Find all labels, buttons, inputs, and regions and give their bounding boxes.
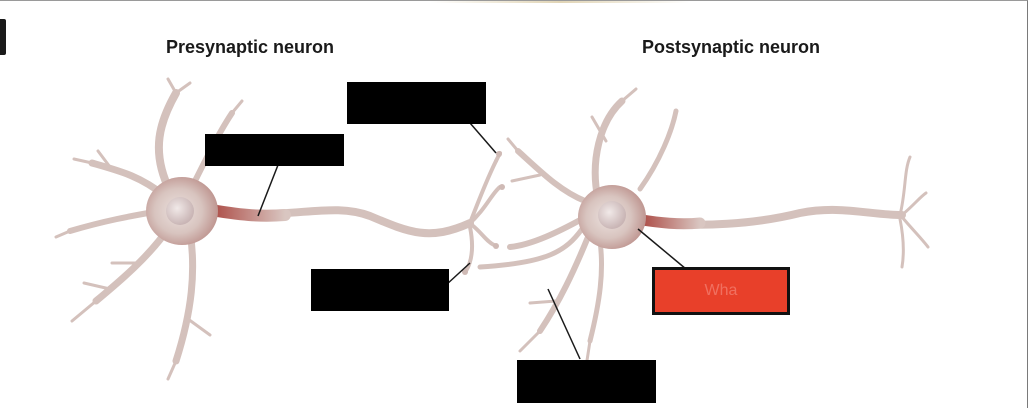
leader-line-terminal: [445, 262, 471, 286]
label-box-top[interactable]: [347, 82, 486, 124]
leader-lines: [257, 122, 687, 360]
presynaptic-nucleus: [166, 197, 194, 225]
leader-line-pre-axon: [257, 164, 279, 217]
label-box-pre-axon[interactable]: [205, 134, 344, 166]
synaptic-boutons: [462, 151, 505, 275]
leader-line-top: [469, 122, 497, 154]
axon-terminals: [464, 151, 502, 273]
label-box-terminal[interactable]: [311, 269, 449, 311]
label-box-post-soma[interactable]: Wha: [652, 267, 790, 315]
leader-line-bottom-dendrite: [547, 288, 581, 360]
postsynaptic-neuron: [477, 87, 930, 369]
postsynaptic-dendrites: [477, 87, 679, 369]
postsynaptic-title: Postsynaptic neuron: [642, 37, 821, 57]
postsynaptic-nucleus: [598, 201, 626, 229]
presynaptic-title: Presynaptic neuron: [166, 37, 335, 57]
postsynaptic-axon-terminals: [898, 155, 930, 269]
leader-line-post-soma: [637, 228, 687, 270]
panel-tab[interactable]: [0, 19, 6, 55]
presynaptic-neuron: [54, 77, 505, 381]
presynaptic-dendrites: [54, 77, 244, 381]
label-box-bottom-dendrite[interactable]: [517, 360, 656, 403]
top-edge-highlight: [430, 1, 690, 3]
